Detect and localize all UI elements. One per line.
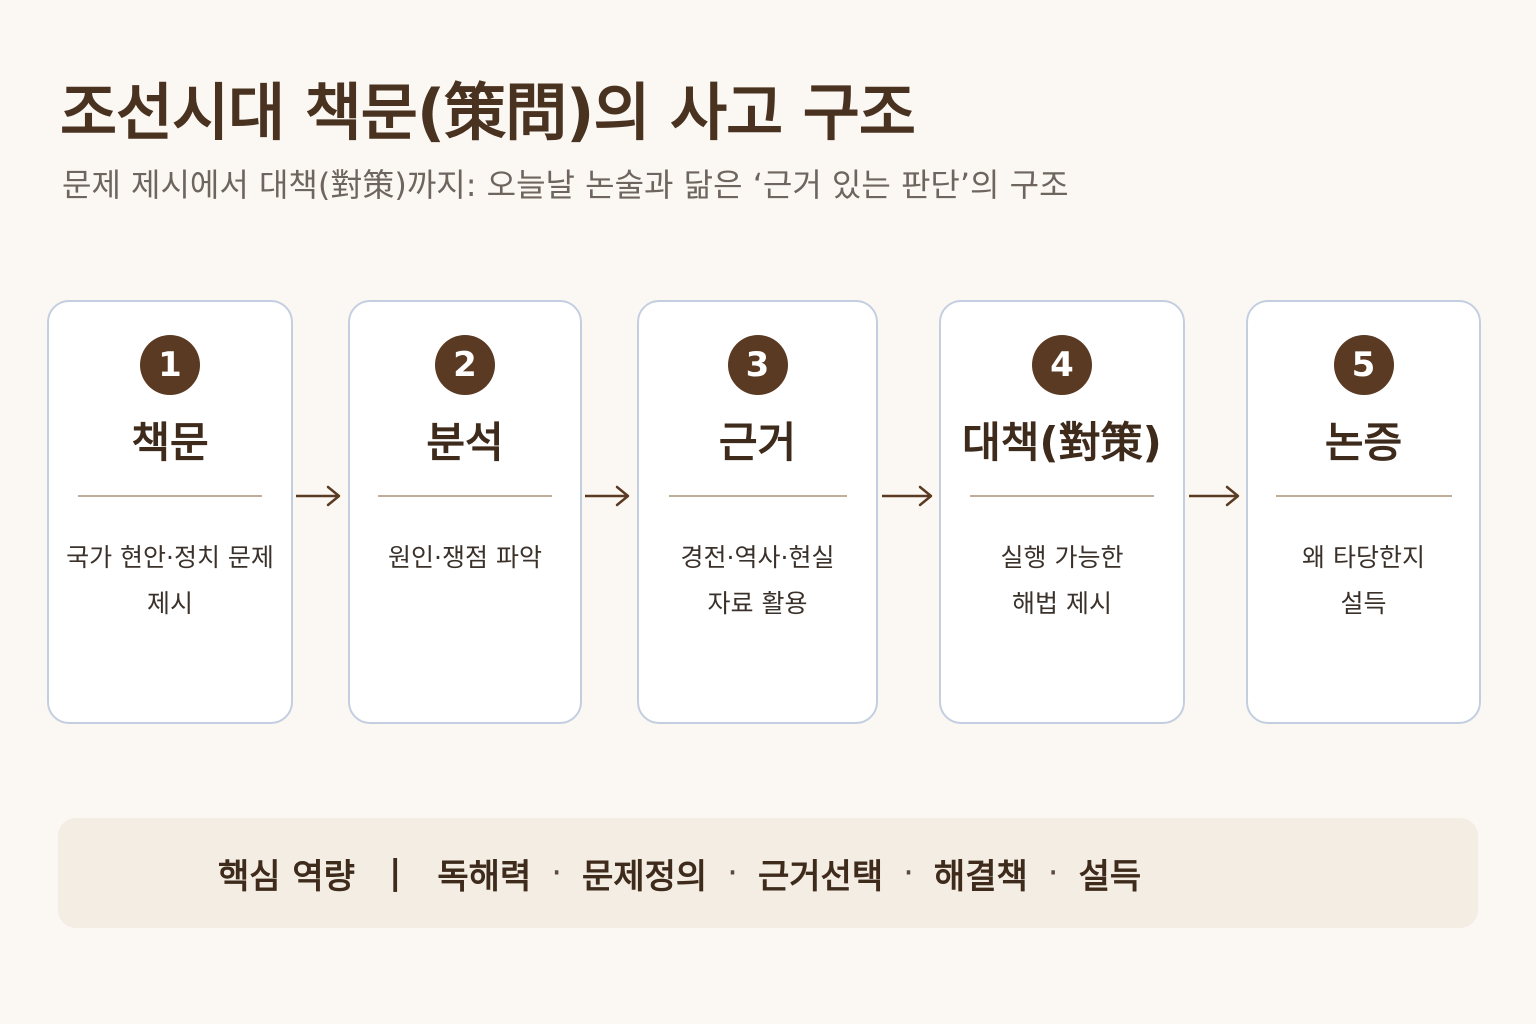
step-description-line: 해법 제시 [1012, 589, 1112, 618]
step-card-5: 5 논증 왜 타당한지 설득 [1246, 300, 1481, 724]
step-divider [1275, 495, 1452, 497]
step-card-2: 2 분석 원인·쟁점 파악 [348, 300, 582, 724]
step-description: 왜 타당한지 설득 [1302, 535, 1425, 627]
step-card-1: 1 책문 국가 현안·정치 문제 제시 [47, 300, 293, 724]
arrow-right-icon [296, 485, 341, 507]
step-description-line: 국가 현안·정치 문제 [66, 543, 274, 572]
step-title: 근거 [718, 418, 797, 467]
core-separator: | [388, 853, 402, 893]
core-dot: · [903, 853, 914, 893]
core-dot: · [1047, 853, 1059, 893]
step-description-line: 제시 [146, 589, 193, 618]
arrow-right-icon [1189, 485, 1240, 507]
step-description: 원인·쟁점 파악 [388, 535, 542, 581]
step-description-line: 원인·쟁점 파악 [388, 543, 542, 572]
page-title: 조선시대 책문(策問)의 사고 구조 [60, 76, 916, 149]
core-item: 설득 [1078, 856, 1142, 897]
core-competency-bar: 핵심 역량 | 독해력 · 문제정의 · 근거선택 · 해결책 · 설득 [58, 818, 1478, 928]
core-dot: · [551, 853, 563, 893]
step-description-line: 설득 [1340, 589, 1387, 618]
arrow-right-icon [585, 485, 630, 507]
core-competency-label: 핵심 역량 [218, 856, 355, 897]
step-description: 국가 현안·정치 문제 제시 [66, 535, 274, 627]
core-item: 문제정의 [582, 856, 708, 897]
step-description-line: 경전·역사·현실 [680, 543, 835, 572]
step-divider [378, 495, 552, 497]
step-description-line: 실행 가능한 [1000, 543, 1124, 572]
step-number-badge: 4 [1032, 335, 1092, 395]
step-title: 책문 [131, 418, 209, 467]
step-title: 논증 [1324, 418, 1403, 467]
step-card-4: 4 대책(對策) 실행 가능한 해법 제시 [939, 300, 1185, 724]
step-number-badge: 1 [140, 335, 200, 395]
step-divider [668, 495, 847, 497]
arrow-right-icon [882, 485, 933, 507]
step-description-line: 자료 활용 [707, 589, 808, 618]
step-divider [970, 495, 1154, 497]
step-number-badge: 2 [435, 335, 495, 395]
step-description: 경전·역사·현실 자료 활용 [681, 535, 835, 627]
core-item: 해결책 [933, 856, 1028, 897]
step-number-badge: 5 [1333, 335, 1394, 395]
step-divider [78, 495, 262, 497]
page-subtitle: 문제 제시에서 대책(對策)까지: 오늘날 논술과 닮은 ‘근거 있는 판단’의… [62, 166, 1069, 204]
core-dot: · [727, 853, 738, 893]
step-card-3: 3 근거 경전·역사·현실 자료 활용 [637, 300, 878, 724]
step-description: 실행 가능한 해법 제시 [1001, 535, 1124, 627]
step-title: 대책(對策) [962, 418, 1162, 467]
core-item: 독해력 [437, 856, 532, 897]
core-competency-list: 핵심 역량 | 독해력 · 문제정의 · 근거선택 · 해결책 · 설득 [218, 818, 1141, 928]
step-number-badge: 3 [727, 335, 788, 395]
step-description-line: 왜 타당한지 [1302, 543, 1425, 572]
core-item: 근거선택 [757, 856, 884, 897]
step-title: 분석 [426, 418, 504, 467]
